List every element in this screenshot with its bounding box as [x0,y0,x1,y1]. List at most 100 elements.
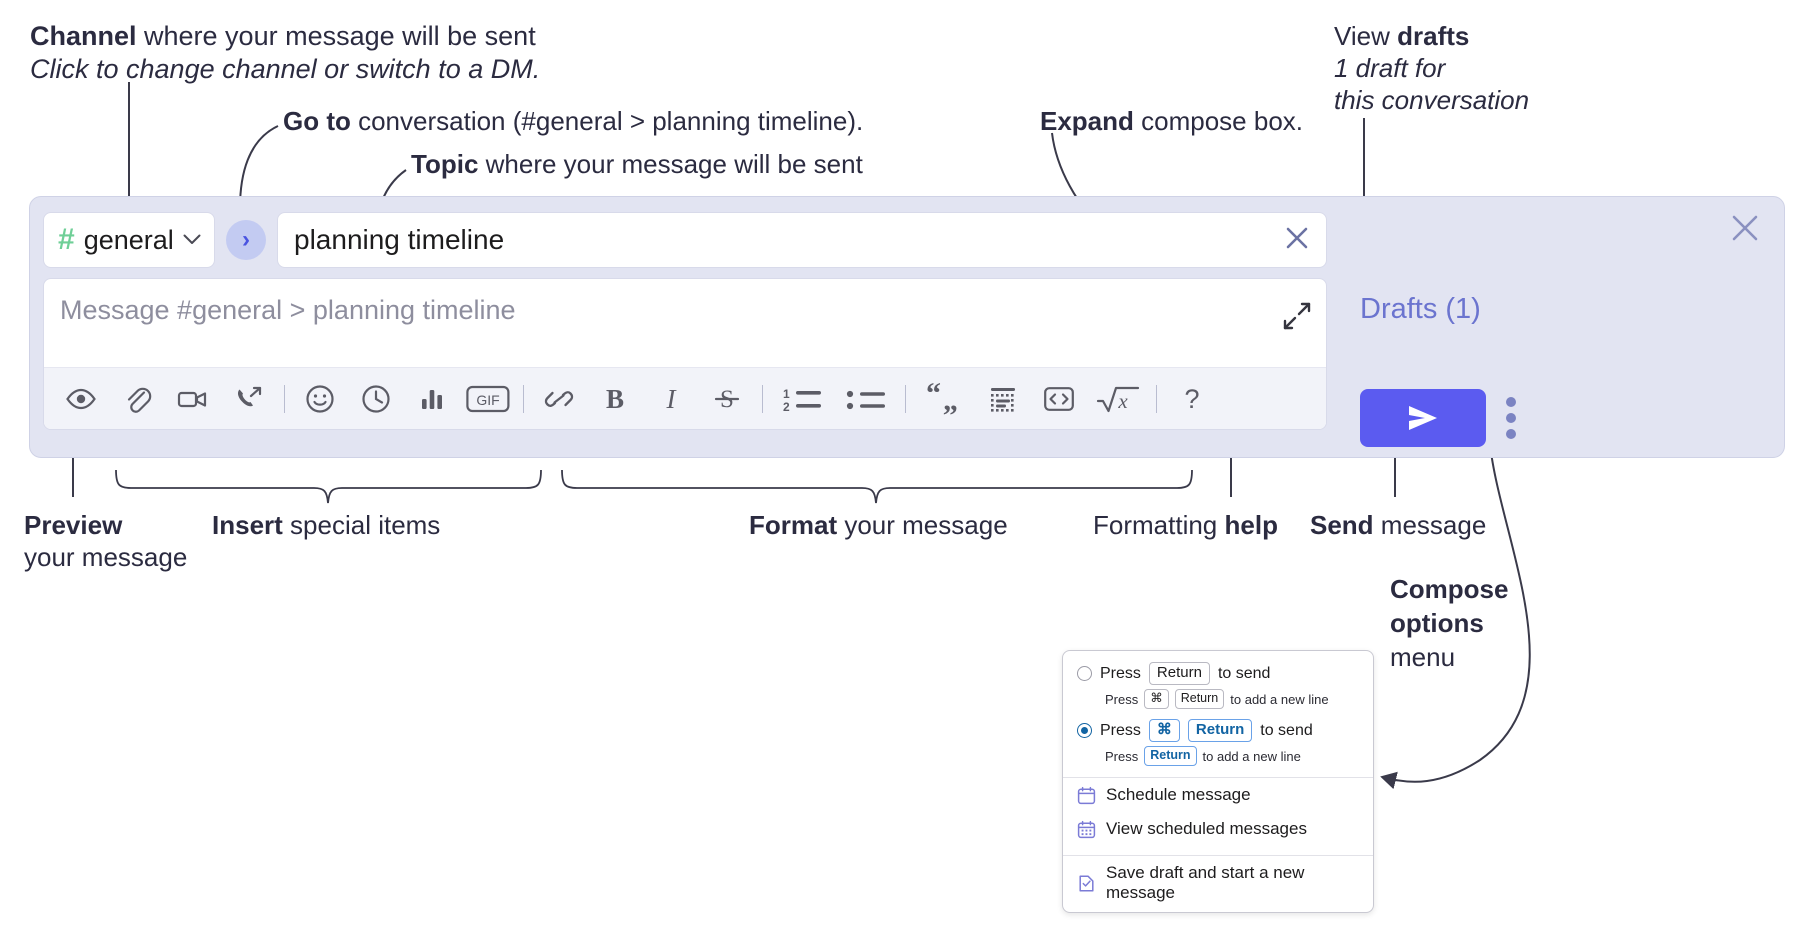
code-icon[interactable] [1036,376,1082,422]
send-button[interactable] [1360,389,1486,447]
key-return: Return [1187,719,1253,742]
formatting-toolbar: GIF B [44,367,1326,429]
option-1-post: to send [1217,664,1271,682]
close-icon[interactable] [1728,211,1762,250]
annotation-help-plain: Formatting [1093,510,1225,540]
italic-icon[interactable]: I [648,376,694,422]
annotation-format-bold: Format [749,510,838,540]
huddle-icon[interactable] [226,376,272,422]
menu-item-label: Schedule message [1106,785,1251,804]
topic-value: planning timeline [294,224,505,255]
message-input-box: Message #general > planning timeline [43,278,1327,430]
key-return: Return [1144,746,1197,766]
svg-text:2: 2 [783,400,790,414]
drafts-link[interactable]: Drafts (1) [1360,293,1481,325]
annotation-goto-bold: Go to [283,106,351,136]
annotation-insert-bold: Insert [212,510,283,540]
ordered-list-icon[interactable]: 1 2 [775,376,829,422]
clock-icon[interactable] [353,376,399,422]
annotation-channel-bold: Channel [30,21,137,51]
compose-options-button[interactable] [1506,397,1516,439]
separator-1 [284,384,285,413]
annotation-preview-line2: your message [24,542,188,573]
message-textarea[interactable]: Message #general > planning timeline [44,279,1326,367]
annotation-insert-rest: special items [282,510,441,540]
message-composer: # general › planning timeline [29,196,1785,458]
annotation-channel-italic: Click to change channel or switch to a D… [30,54,541,85]
preview-icon[interactable] [58,376,104,422]
strikethrough-icon[interactable]: S [704,376,750,422]
channel-name-label: general [83,224,174,255]
clear-topic-icon[interactable] [1282,223,1312,258]
separator-5 [1156,384,1157,413]
annotation-compose-bold2: options [1390,607,1484,638]
blockquote-icon[interactable]: “ „ [918,376,970,422]
annotation-compose-plain: menu [1390,641,1456,672]
message-placeholder: Message #general > planning timeline [60,295,516,325]
kebab-dot [1506,429,1516,439]
bulleted-list-icon[interactable] [839,376,893,422]
annotation-drafts-bold: drafts [1397,21,1470,51]
menu-item-label: Save draft and start a new message [1106,863,1305,902]
link-icon[interactable] [536,376,582,422]
send-option-cmd-return-sub: Press Return to add a new line [1063,744,1373,768]
key-command: ⌘ [1144,689,1169,709]
composer-main: # general › planning timeline [43,211,1327,430]
video-icon[interactable] [170,376,216,422]
option-1-pre: Press [1100,664,1141,682]
annotation-insert: Insert special items [212,509,440,541]
annotation-preview-bold: Preview [24,510,123,540]
annotation-goto-rest: conversation (#general > planning timeli… [350,106,864,136]
annotation-format-rest: your message [837,510,1008,540]
key-return: Return [1148,662,1210,685]
bold-icon[interactable]: B [592,376,638,422]
attachment-icon[interactable] [114,376,160,422]
poll-icon[interactable] [409,376,455,422]
menu-item-label: View scheduled messages [1106,819,1307,838]
menu-divider [1063,777,1373,778]
annotation-drafts-italic1: 1 draft for [1334,53,1446,84]
svg-text:1: 1 [783,387,790,401]
calendar-schedule-icon [1077,786,1096,805]
math-icon[interactable]: x [1092,376,1144,422]
help-icon[interactable]: ? [1169,376,1215,422]
radio-selected[interactable] [1077,723,1092,738]
annotation-topic-rest: where your message will be sent [478,149,863,179]
hash-icon: # [58,223,75,256]
go-to-conversation-button[interactable]: › [226,220,266,260]
send-controls [1360,389,1516,447]
send-option-cmd-return[interactable]: Press ⌘ Return to send [1063,717,1373,744]
topic-input[interactable]: planning timeline [277,212,1327,268]
option-1-sub-post: to add a new line [1230,691,1329,707]
composer-right-pane: Drafts (1) [1342,197,1784,457]
radio-unselected[interactable] [1077,666,1092,681]
menu-item-schedule-message[interactable]: Schedule message [1063,778,1373,812]
annotation-drafts: View drafts 1 draft for this conversatio… [1334,20,1529,117]
option-2-sub-pre: Press [1105,748,1139,764]
send-option-return[interactable]: Press Return to send [1063,660,1373,687]
annotation-drafts-plain: View [1334,21,1398,51]
expand-icon[interactable] [1282,301,1312,336]
kebab-dot [1506,397,1516,407]
key-return: Return [1174,689,1225,709]
annotation-help-bold: help [1224,510,1278,540]
annotation-send-bold: Send [1310,510,1374,540]
annotation-compose-bold1: Compose [1390,574,1509,604]
svg-text:x: x [1117,389,1128,413]
send-option-return-sub: Press ⌘ Return to add a new line [1063,687,1373,711]
svg-text:I: I [666,384,678,414]
menu-item-view-scheduled[interactable]: View scheduled messages [1063,812,1373,846]
svg-text:“: “ [926,383,941,410]
menu-item-save-draft[interactable]: Save draft and start a new message [1063,856,1373,912]
annotation-topic: Topic where your message will be sent [411,148,863,180]
code-block-icon[interactable] [980,376,1026,422]
kebab-dot [1506,413,1516,423]
annotation-compose-options: Compose options menu [1390,573,1508,674]
gif-icon[interactable]: GIF [465,376,511,422]
channel-selector-button[interactable]: # general [43,212,215,268]
emoji-icon[interactable] [297,376,343,422]
option-2-post: to send [1260,721,1313,739]
separator-2 [523,384,524,413]
